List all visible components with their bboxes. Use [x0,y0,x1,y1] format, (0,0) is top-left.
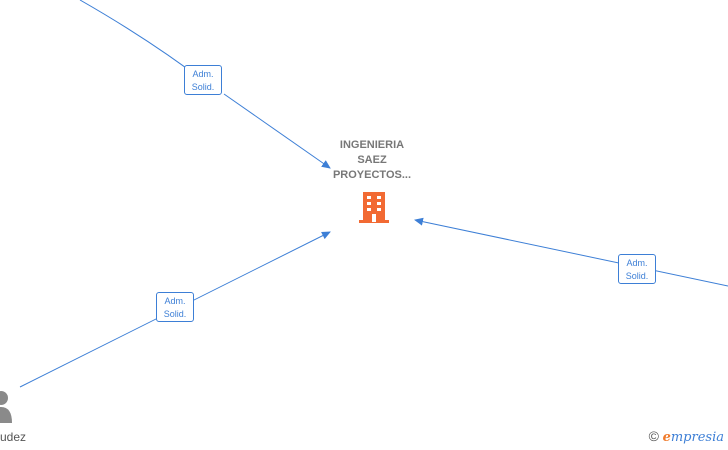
edge-label-line-2: Solid. [625,271,649,281]
brand-logo-text: mpresia [670,430,724,445]
company-name[interactable]: INGENIERIA SAEZ PROYECTOS... [322,138,422,183]
edge-line-top-left-arrow [223,93,331,169]
company-name-line-2: SAEZ [357,154,387,166]
company-name-line-1: INGENIERIA [339,139,405,151]
edge-line-right [414,217,728,287]
edge-label-bottom-left[interactable]: Adm. Solid. [156,292,194,322]
person-icon[interactable] [0,385,14,425]
edge-label-right[interactable]: Adm. Solid. [618,254,656,284]
person-name[interactable]: udez [0,430,27,444]
edge-label-top-left[interactable]: Adm. Solid. [184,65,222,95]
edge-label-line-2: Solid. [163,309,187,319]
watermark: © empresia [649,428,724,445]
edge-label-line-2: Solid. [191,82,215,92]
edge-label-line-1: Adm. [164,296,186,306]
edge-label-line-1: Adm. [192,69,214,79]
building-icon[interactable] [358,190,390,224]
company-name-line-3: PROYECTOS... [332,169,412,181]
edge-label-line-1: Adm. [626,258,648,268]
brand-logo-initial: e [662,430,671,445]
copyright-icon: © [648,428,659,444]
